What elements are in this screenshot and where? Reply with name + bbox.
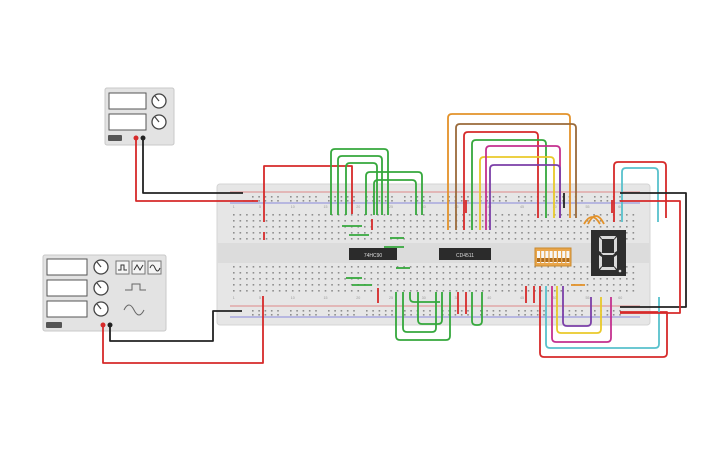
wires[interactable] xyxy=(102,113,687,364)
column-number: 5 xyxy=(259,205,261,209)
dip-switch-knob xyxy=(537,258,540,262)
square-wave-icon xyxy=(118,264,127,271)
dip-switch-key[interactable] xyxy=(545,251,549,263)
sine-wave-icon xyxy=(149,264,161,272)
column-number: 30 xyxy=(422,296,426,300)
column-number: 45 xyxy=(520,296,524,300)
dip-switch-key[interactable] xyxy=(553,251,557,263)
dip-switch-knob xyxy=(549,258,553,262)
seven-segment-display-icon xyxy=(591,230,626,276)
column-number: 1 xyxy=(233,296,235,300)
column-number: 25 xyxy=(389,296,393,300)
dip-switch-knob xyxy=(562,258,566,262)
column-number: 10 xyxy=(291,296,295,300)
column-number: 60 xyxy=(618,205,622,209)
dip-switch-keys[interactable] xyxy=(537,251,570,263)
column-number: 5 xyxy=(259,296,261,300)
column-number: 1 xyxy=(233,205,235,209)
breadboard[interactable]: 1155101015152020252530303535404045455050… xyxy=(216,183,651,326)
dip-switch-icon[interactable] xyxy=(534,247,572,267)
column-number: 15 xyxy=(324,205,328,209)
column-number: 45 xyxy=(520,205,524,209)
breadboard-holes xyxy=(233,196,635,316)
column-numbers: 1155101015152020252530303535404045455050… xyxy=(233,205,622,300)
chip-label: 74HC90 xyxy=(364,253,383,259)
dip-switch-key[interactable] xyxy=(537,251,540,263)
column-number: 30 xyxy=(422,205,426,209)
triangle-wave-icon xyxy=(133,264,144,271)
dip-switch-key[interactable] xyxy=(562,251,566,263)
column-number: 20 xyxy=(356,296,360,300)
column-number: 55 xyxy=(586,205,590,209)
column-number: 60 xyxy=(618,296,622,300)
column-number: 20 xyxy=(356,205,360,209)
column-number: 25 xyxy=(389,205,393,209)
dip-switch-knob xyxy=(558,258,561,262)
dip-switch-knob xyxy=(553,258,557,262)
dip-switch-key[interactable] xyxy=(566,251,570,263)
dip-switch-knob xyxy=(545,258,549,262)
column-number: 55 xyxy=(586,296,590,300)
dip-switch-knob xyxy=(566,258,570,262)
column-number: 15 xyxy=(324,296,328,300)
dip-switch-key[interactable] xyxy=(541,251,545,263)
chip-74hc90[interactable]: 74HC90 xyxy=(349,248,397,260)
column-number: 50 xyxy=(553,296,557,300)
chip-cd4511[interactable]: CD4511 xyxy=(439,248,491,260)
dc-power-supply-icon[interactable] xyxy=(104,87,175,146)
dip-switch-key[interactable] xyxy=(549,251,553,263)
dip-switch-knob xyxy=(541,258,545,262)
function-generator-icon[interactable] xyxy=(42,254,167,332)
dip-switch-key[interactable] xyxy=(558,251,561,263)
column-number: 35 xyxy=(455,296,459,300)
column-number: 10 xyxy=(291,205,295,209)
chip-label: CD4511 xyxy=(456,253,474,259)
column-number: 40 xyxy=(487,296,491,300)
